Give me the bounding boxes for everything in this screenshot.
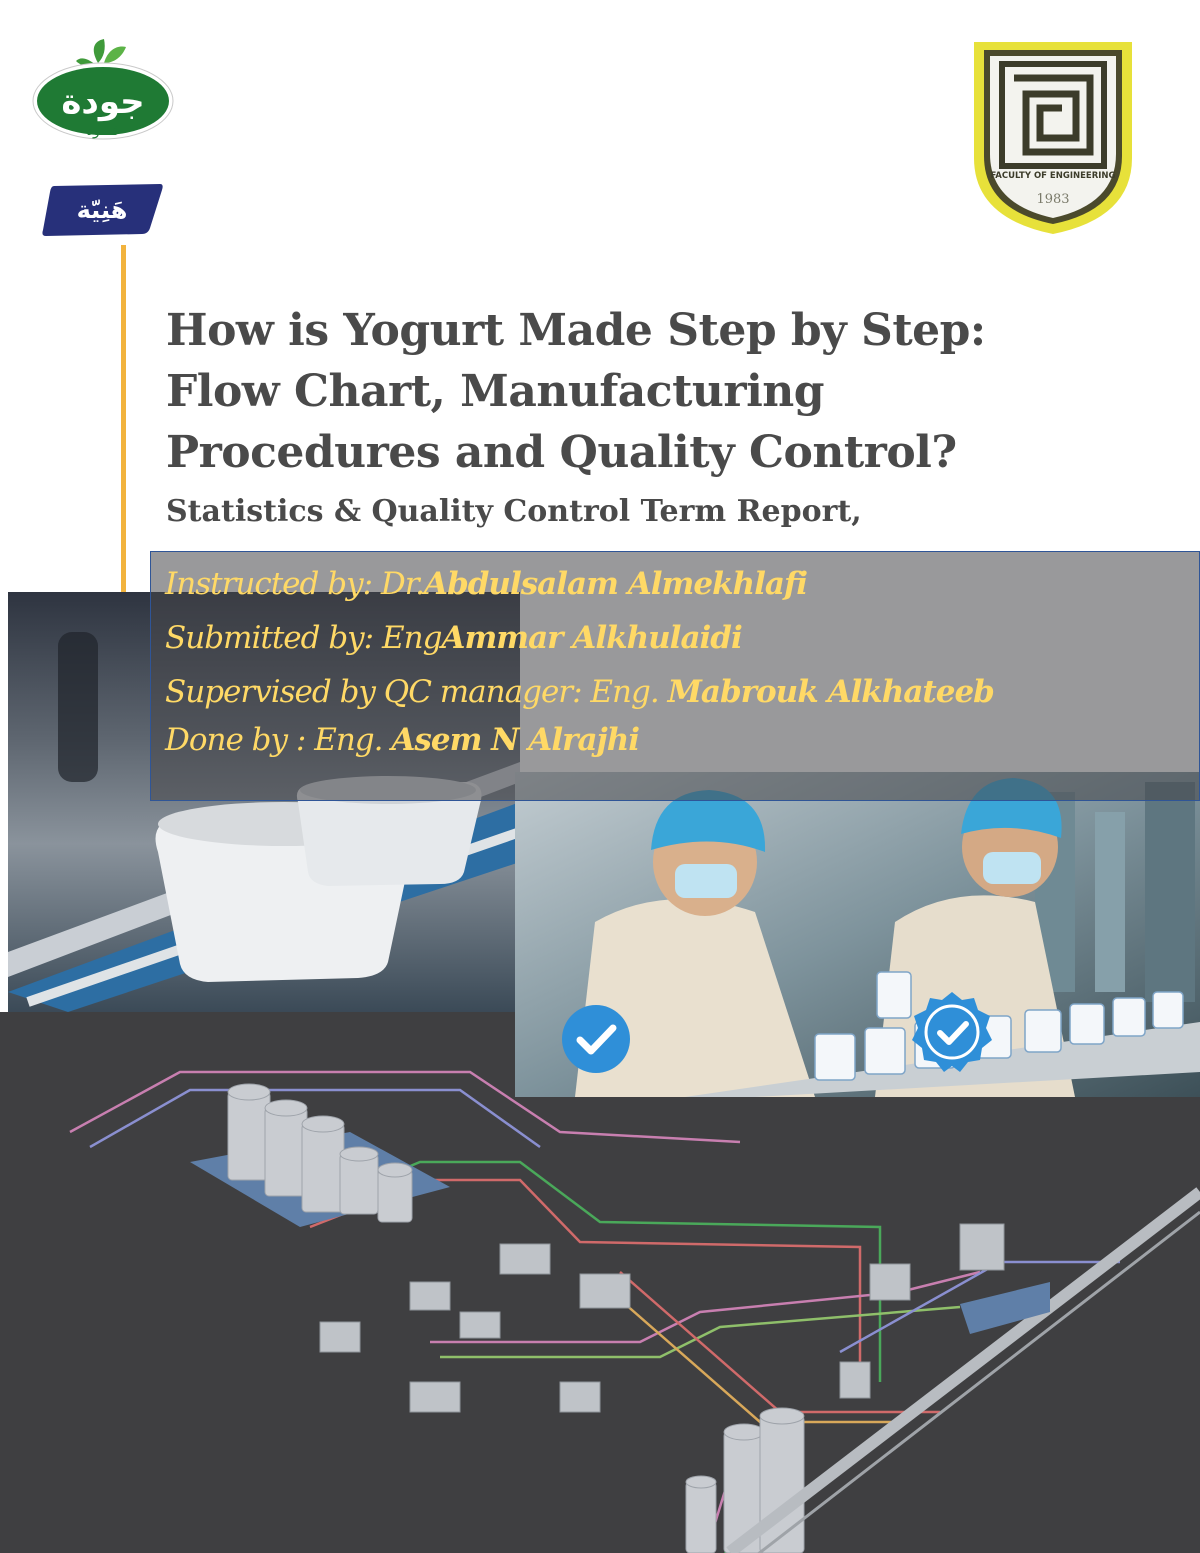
credit-done-name: Asem N Alrajhi	[391, 722, 640, 758]
credit-submitted: Submitted by: EngAmmar Alkhulaidi	[165, 620, 743, 656]
dairy-plant-3d-layout	[0, 1012, 1200, 1553]
report-subtitle: Statistics & Quality Control Term Report…	[166, 494, 862, 529]
credit-submitted-name: Ammar Alkhulaidi	[441, 620, 742, 656]
title-line-3: Procedures and Quality Control?	[166, 427, 957, 478]
credit-instructed: Instructed by: Dr.Abdulsalam Almekhlafi	[165, 566, 808, 602]
svg-text:فـــود: فـــود	[87, 123, 119, 139]
title-line-1: How is Yogurt Made Step by Step:	[166, 305, 986, 356]
hania-brand-logo: هَنِيّة	[40, 180, 165, 238]
credit-instructed-label: Instructed by: Dr.	[165, 566, 425, 602]
svg-text:جودة: جودة	[61, 82, 144, 122]
report-title: How is Yogurt Made Step by Step: Flow Ch…	[166, 300, 1176, 483]
credit-submitted-label: Submitted by: Eng	[165, 620, 442, 656]
credit-done: Done by : Eng. Asem N Alrajhi	[165, 722, 640, 758]
credit-instructed-name: Abdulsalam Almekhlafi	[424, 566, 808, 602]
credit-supervised: Supervised by QC manager: Eng. Mabrouk A…	[165, 674, 995, 710]
jouda-food-logo: جودة فـــود	[30, 35, 180, 150]
check-circle-icon	[560, 1003, 632, 1075]
svg-text:FACULTY OF ENGINEERING: FACULTY OF ENGINEERING	[990, 171, 1115, 181]
credit-supervised-label: Supervised by QC manager: Eng.	[165, 674, 660, 710]
credit-supervised-name: Mabrouk Alkhateeb	[667, 674, 995, 710]
svg-text:1983: 1983	[1036, 192, 1069, 207]
svg-text:هَنِيّة: هَنِيّة	[77, 196, 128, 224]
credits-box: Instructed by: Dr.Abdulsalam Almekhlafi …	[150, 551, 1200, 801]
title-line-2: Flow Chart, Manufacturing	[166, 366, 825, 417]
faculty-of-engineering-emblem: FACULTY OF ENGINEERING 1983	[968, 38, 1138, 238]
credit-done-label: Done by : Eng.	[165, 722, 383, 758]
check-seal-icon	[910, 990, 994, 1074]
